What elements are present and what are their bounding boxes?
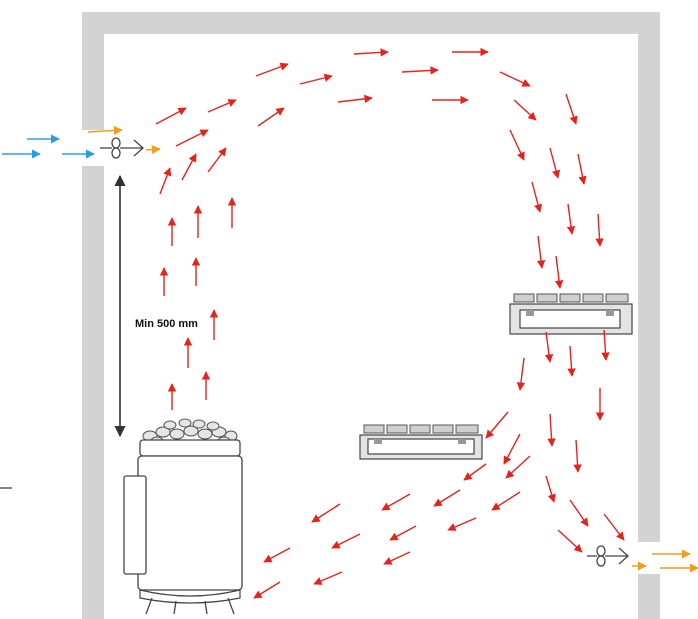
heater-base — [139, 589, 241, 604]
fan-icon — [100, 137, 144, 159]
heater-control-panel — [123, 475, 147, 575]
hot-air-arrow — [401, 66, 439, 75]
hot-air-arrow — [544, 331, 554, 363]
heater-leg — [227, 597, 235, 615]
hot-air-arrow — [595, 213, 604, 247]
hot-air-arrow — [601, 329, 610, 361]
hot-air-arrow — [207, 99, 237, 113]
wall-right-upper — [638, 12, 660, 542]
fan-icon — [587, 545, 629, 567]
hot-air-arrow — [505, 455, 531, 479]
hot-air-arrow — [433, 489, 461, 507]
hot-air-arrow — [353, 48, 389, 57]
warm-air-arrow — [145, 145, 161, 155]
wall-right-lower — [638, 574, 660, 619]
hot-air-arrow — [547, 413, 556, 447]
hot-air-arrow — [566, 203, 576, 235]
hot-air-arrow — [299, 73, 333, 85]
hot-air-arrow — [207, 147, 227, 173]
hot-air-arrow — [567, 345, 576, 377]
hot-air-arrow — [255, 62, 289, 77]
hot-air-arrow — [577, 153, 587, 185]
hot-air-arrow — [389, 525, 417, 541]
wall-top — [82, 12, 660, 34]
warm-air-arrow — [87, 125, 123, 135]
hot-air-arrow — [549, 147, 561, 179]
hot-air-arrow — [447, 517, 477, 531]
hot-air-arrow — [485, 411, 509, 439]
hot-air-arrow — [337, 94, 373, 104]
heater-top-band — [139, 439, 241, 457]
sauna-heater-icon — [123, 418, 243, 615]
hot-air-arrow — [491, 491, 521, 511]
bench-icon — [359, 424, 483, 460]
hot-air-arrow — [545, 475, 556, 503]
heater-leg — [204, 600, 208, 615]
hot-air-arrow — [531, 181, 543, 213]
hot-air-arrow — [175, 129, 209, 147]
hot-air-circulation-arrows — [155, 47, 625, 599]
hot-air-arrow — [513, 99, 537, 121]
fresh-air-intake-arrows — [2, 125, 161, 159]
hot-air-arrow — [557, 529, 583, 553]
exhaust-air-arrows — [632, 549, 698, 573]
hot-air-arrow — [603, 513, 625, 541]
hot-air-arrow — [565, 93, 578, 125]
hot-air-arrow — [253, 581, 281, 599]
heater-body — [137, 455, 243, 591]
dimension-label: Min 500 mm — [135, 318, 198, 330]
clearance-dimension: Min 500 mm — [114, 174, 198, 438]
bench-icon — [509, 293, 633, 335]
hot-air-arrow — [257, 107, 285, 127]
heater-leg — [173, 600, 177, 615]
hot-air-arrow — [383, 551, 411, 565]
hot-air-arrow — [463, 463, 487, 481]
hot-air-arrow — [509, 129, 525, 161]
hot-air-arrow — [155, 107, 187, 125]
hot-air-arrow — [381, 493, 411, 511]
hot-air-arrow — [569, 499, 589, 527]
hot-air-arrow — [573, 439, 582, 473]
hot-air-arrow — [516, 357, 526, 391]
hot-air-arrow — [159, 167, 172, 195]
hot-air-arrow — [311, 503, 341, 523]
hot-air-arrow — [536, 235, 546, 269]
hot-air-arrow — [331, 533, 361, 549]
hot-air-arrow — [313, 571, 343, 585]
hot-air-arrow — [499, 71, 531, 87]
hot-air-arrow — [503, 433, 521, 465]
heater-leg — [145, 597, 153, 615]
wall-left-upper — [82, 12, 104, 130]
hot-air-arrow — [554, 255, 564, 289]
hot-air-arrow — [263, 547, 291, 563]
hot-air-arrow — [181, 153, 197, 181]
sauna-walls — [82, 12, 660, 619]
wall-left-lower — [82, 166, 104, 619]
